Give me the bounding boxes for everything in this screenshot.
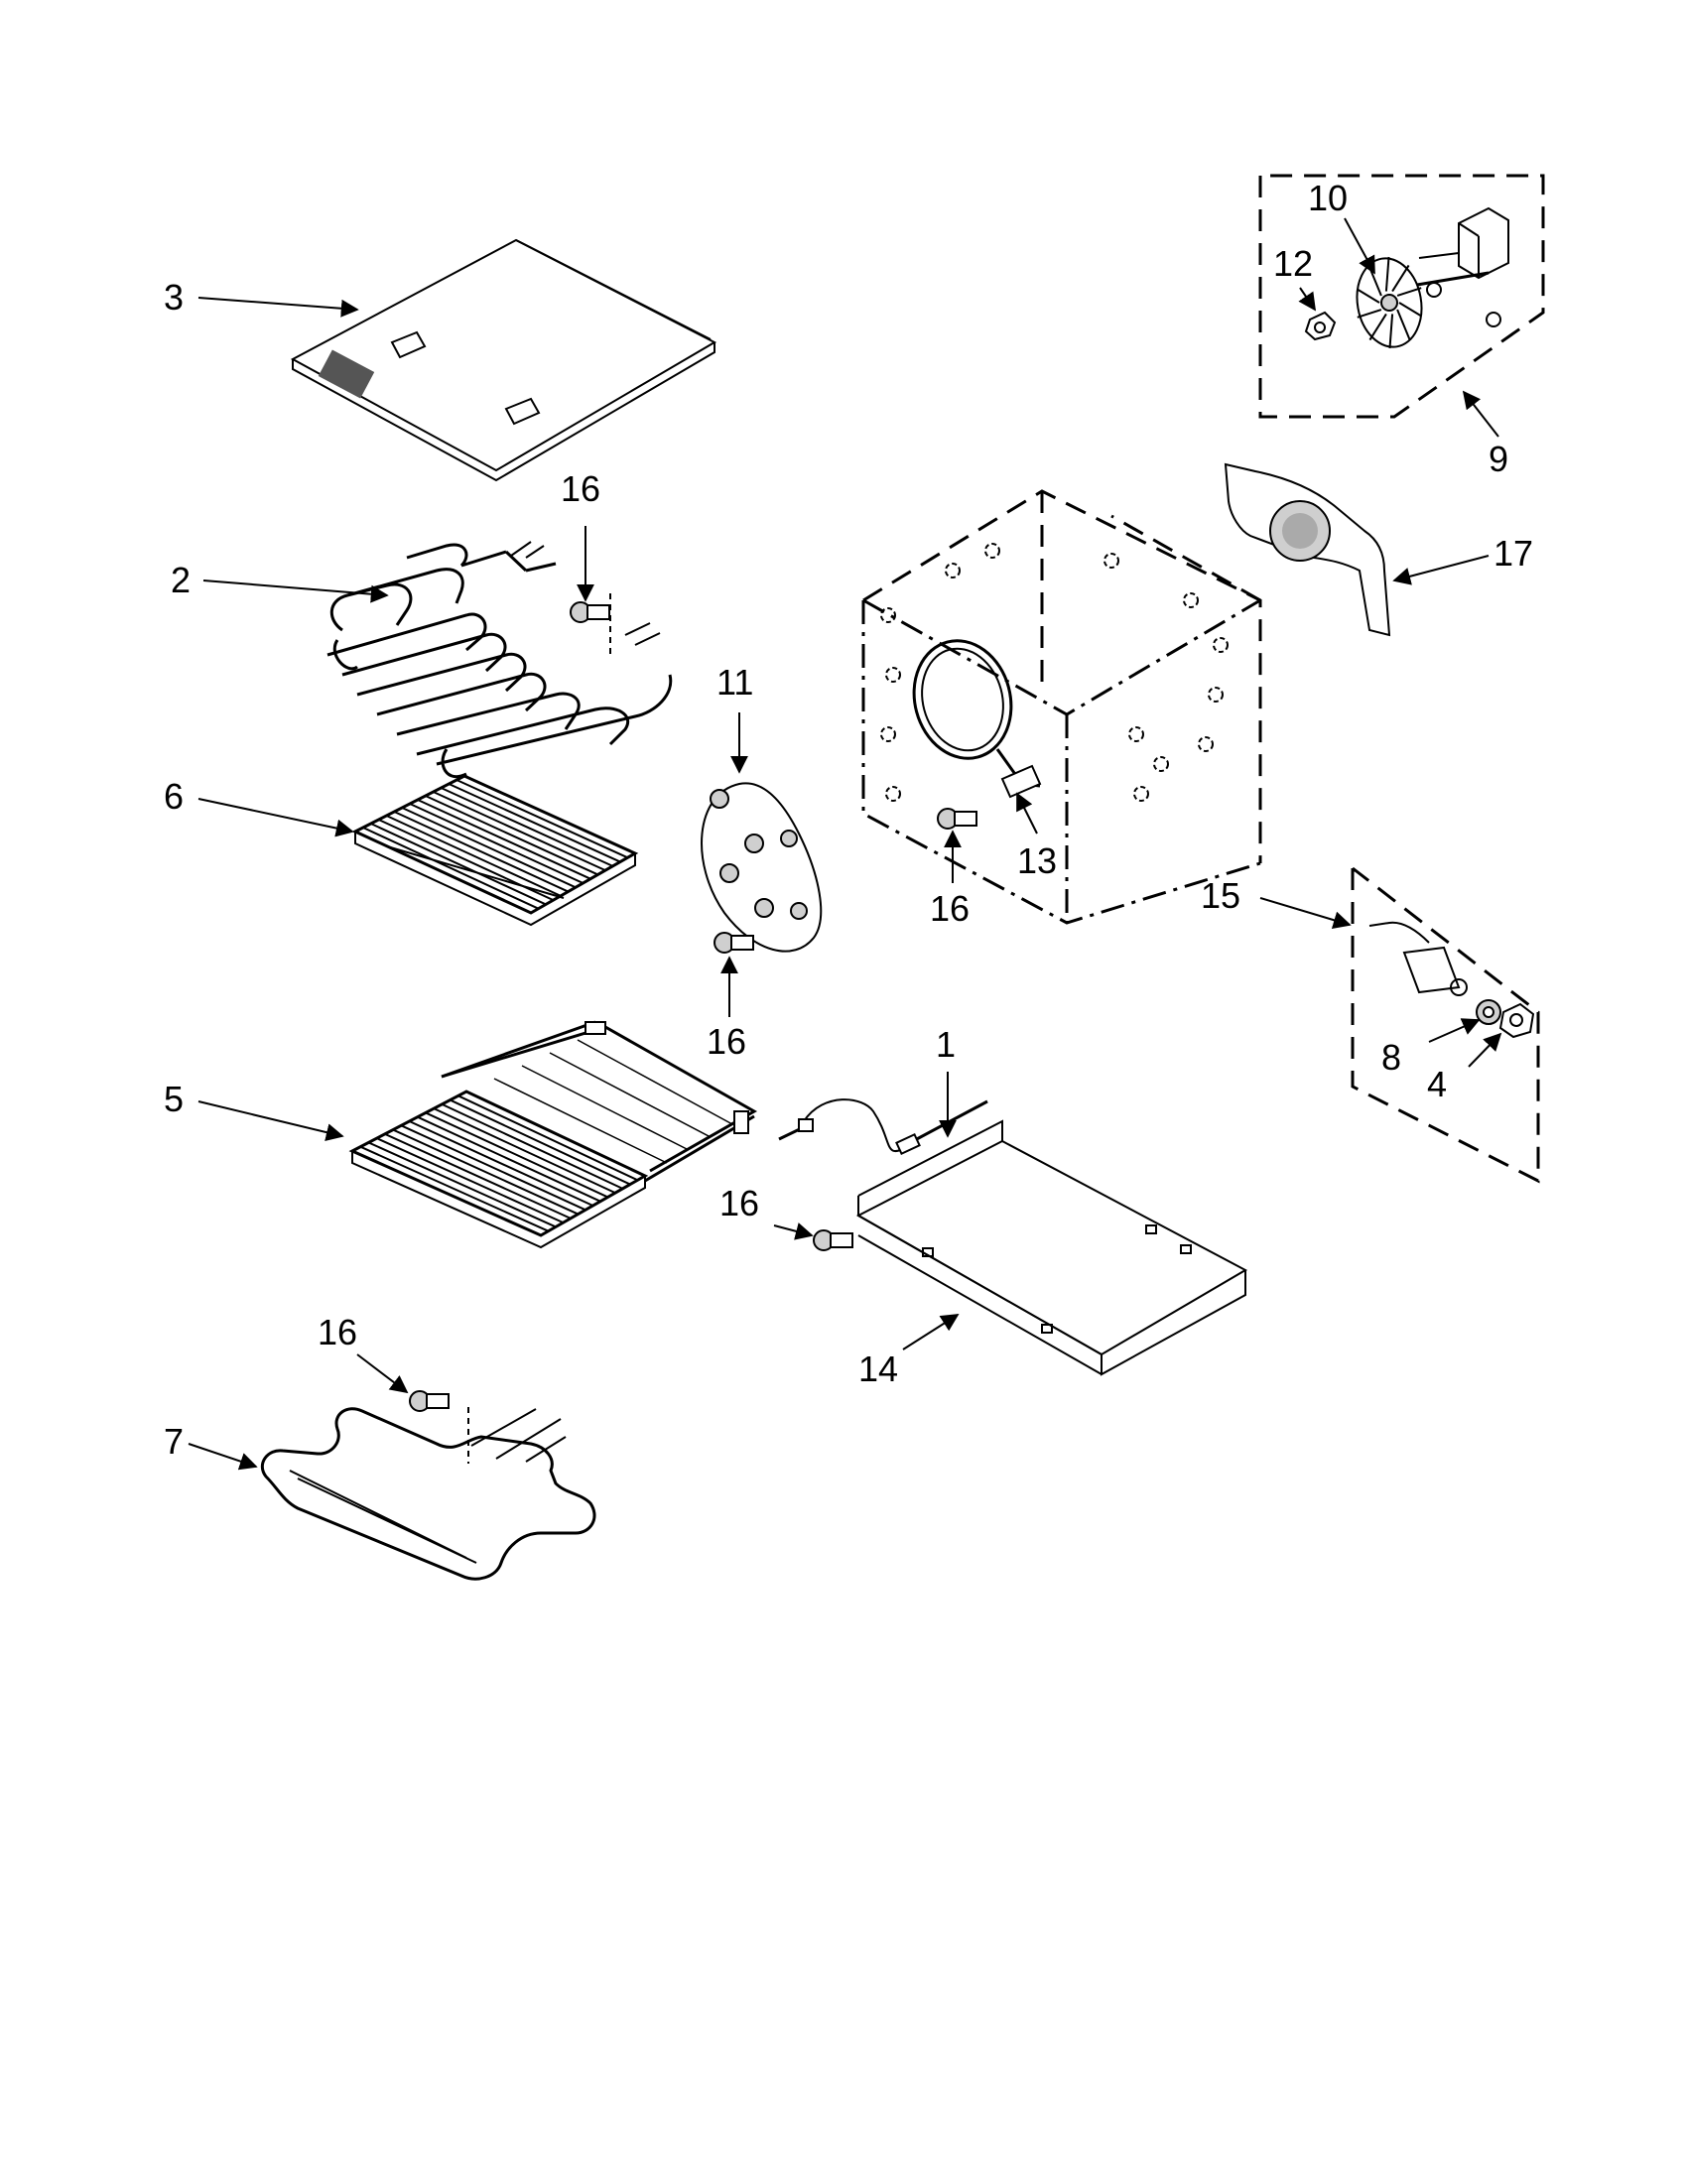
callout-17: 17 [1493,533,1533,574]
callout-10: 10 [1308,178,1348,218]
part-5-extension-rack [348,1020,758,1249]
part-3-top-panel [290,238,717,482]
callout-5: 5 [164,1079,184,1119]
callout-16-tray: 16 [719,1183,759,1223]
part-17-fan-shroud [1224,462,1391,637]
callout-11: 11 [716,662,753,703]
part-16-screw-e [409,1390,450,1412]
callout-12: 12 [1273,243,1313,284]
callout-13: 13 [1017,840,1057,881]
part-15-sensor-assembly [1351,866,1540,1184]
part-16-screw-d [813,1229,853,1251]
callout-3: 3 [164,277,184,318]
part-4-nut [1498,1002,1535,1039]
callout-16-top: 16 [561,468,600,509]
part-14-tray [855,1119,1248,1376]
callout-9: 9 [1489,439,1508,479]
oven-cavity-phantom [861,489,1262,925]
callout-2: 2 [171,560,191,600]
part-11-fan-cover [701,782,823,953]
callout-1: 1 [936,1024,956,1065]
part-16-screw-b [714,932,754,954]
callout-14: 14 [858,1349,898,1389]
part-6-oven-rack [351,774,639,927]
callout-8: 8 [1381,1037,1401,1078]
callout-4: 4 [1427,1064,1447,1104]
part-10-fan-blade [1356,256,1423,349]
callout-16-cavity: 16 [930,888,970,929]
part-8-washer [1476,999,1501,1025]
part-1-meat-probe [778,1098,988,1155]
callout-6: 6 [164,776,184,817]
part-16-screw-c [937,808,977,830]
callout-15: 15 [1201,875,1240,916]
part-7-broil-element [260,1407,596,1581]
leader-arrows [188,217,1502,1471]
callout-16-cover: 16 [707,1021,746,1062]
callout-7: 7 [164,1421,184,1462]
part-13-convection-element [912,639,1042,799]
callout-labels: 3 2 6 5 7 16 11 16 16 13 1 16 14 16 15 8… [164,178,1533,1462]
part-2-bake-element [326,541,673,778]
callout-16-broil: 16 [318,1312,357,1352]
part-12-nut [1304,311,1337,341]
part-16-screw-a [570,601,610,623]
